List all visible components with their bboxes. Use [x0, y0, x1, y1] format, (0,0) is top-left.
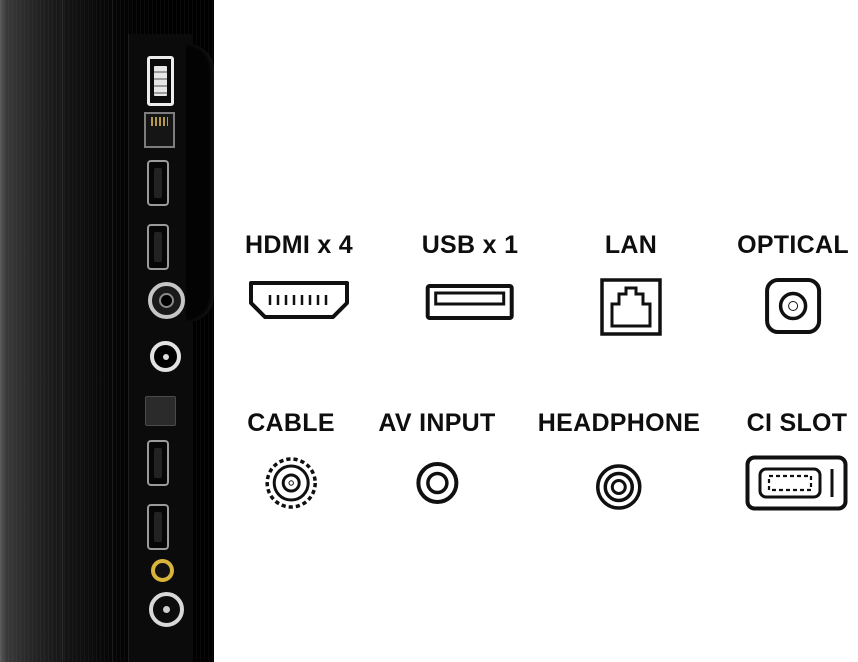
legend-label-optical: OPTICAL — [737, 231, 849, 259]
coax-antenna-port — [149, 592, 184, 627]
usb-connector-icon — [424, 282, 516, 322]
legend-item-usb: USB x 1 — [422, 231, 519, 322]
hdmi-slot — [154, 232, 162, 262]
legend-label-hdmi: HDMI x 4 — [245, 231, 353, 259]
coax-antenna-port — [148, 282, 185, 319]
legend-item-optical: OPTICAL — [737, 231, 849, 336]
legend-item-hdmi: HDMI x 4 — [244, 231, 354, 326]
legend-label-ci-slot: CI SLOT — [746, 409, 848, 437]
legend-label-headphone: HEADPHONE — [537, 409, 701, 437]
port-center-dot — [163, 606, 170, 613]
lan-pins — [151, 117, 168, 126]
hdmi-slot — [154, 512, 162, 542]
coax-center — [159, 293, 174, 308]
legend-item-headphone: HEADPHONE — [538, 409, 700, 512]
legend-label-av-input: AV INPUT — [378, 409, 496, 437]
panel-seam — [112, 0, 113, 662]
hdmi-port — [147, 440, 169, 486]
panel-edge-curve — [186, 44, 214, 322]
yellow-rca-port — [151, 559, 174, 582]
cable-coax-icon — [262, 454, 320, 512]
hdmi-slot — [154, 168, 162, 198]
legend-item-cable: CABLE — [247, 409, 335, 512]
slot-port — [145, 396, 176, 426]
legend-label-cable: CABLE — [247, 409, 335, 437]
panel-seam — [62, 0, 63, 662]
port-center-dot — [162, 353, 169, 360]
av-input-icon — [414, 460, 460, 506]
optical-audio-icon — [763, 276, 823, 336]
hdmi-connector-icon — [244, 276, 354, 326]
ci-slot-icon — [744, 454, 850, 512]
lan-port — [144, 112, 175, 148]
legend-item-av-input: AV INPUT — [378, 409, 495, 506]
usb-port — [147, 56, 174, 106]
hdmi-port — [147, 224, 169, 270]
headphone-jack-icon — [594, 462, 644, 512]
usb-tongue — [154, 66, 167, 96]
hdmi-slot — [154, 448, 162, 478]
tv-side-panel — [0, 0, 214, 662]
legend-item-lan: LAN — [598, 231, 664, 338]
legend-label-usb: USB x 1 — [421, 231, 519, 259]
hdmi-port — [147, 504, 169, 550]
hdmi-port — [147, 160, 169, 206]
round-av-port — [150, 341, 181, 372]
lan-rj45-icon — [598, 276, 664, 338]
legend-item-ci-slot: CI SLOT — [744, 409, 850, 512]
legend-label-lan: LAN — [604, 231, 658, 259]
